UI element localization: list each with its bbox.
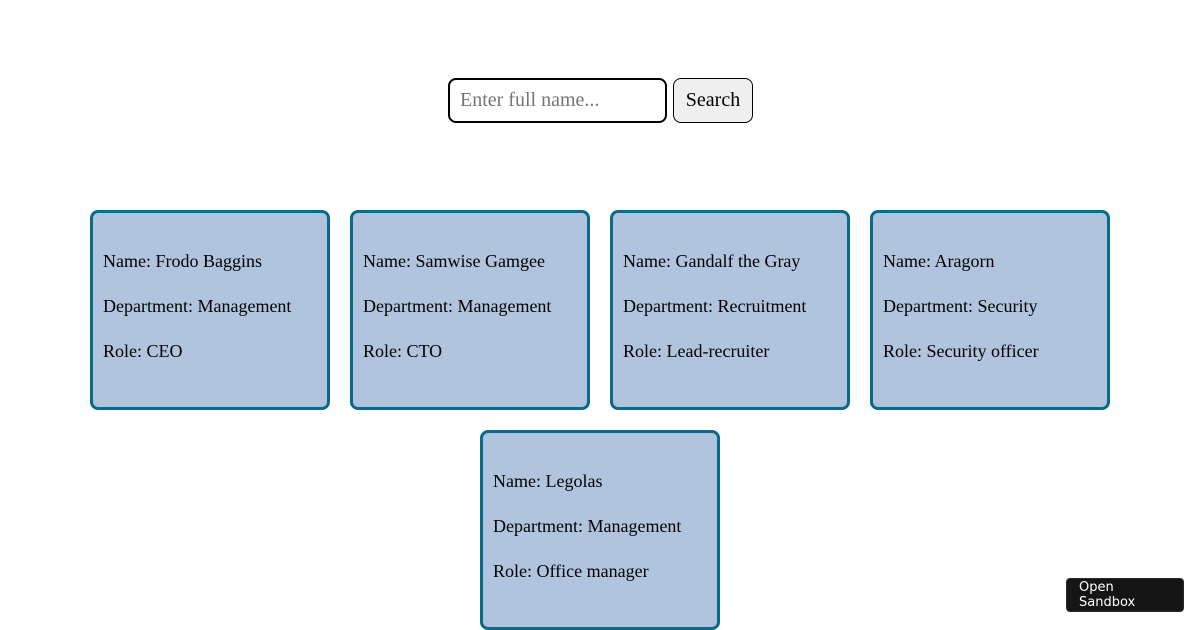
employee-department: Department: Management — [103, 296, 292, 316]
employee-role: Role: CTO — [363, 341, 443, 361]
employee-name: Name: Gandalf the Gray — [623, 251, 801, 271]
employee-department: Department: Security — [883, 296, 1038, 316]
employee-name: Name: Aragorn — [883, 251, 995, 271]
employee-department: Department: Management — [493, 516, 682, 536]
employee-name: Name: Legolas — [493, 471, 603, 491]
employee-role: Role: Office manager — [493, 561, 649, 581]
employee-department: Department: Management — [363, 296, 552, 316]
employee-name: Name: Samwise Gamgee — [363, 251, 545, 271]
employee-role: Role: Security officer — [883, 341, 1039, 361]
open-sandbox-button[interactable]: Open Sandbox — [1066, 578, 1184, 612]
employee-card: Name: Samwise Gamgee Department: Managem… — [350, 210, 590, 410]
employee-card: Name: Aragorn Department: Security Role:… — [870, 210, 1110, 410]
employee-role: Role: Lead-recruiter — [623, 341, 770, 361]
search-button[interactable]: Search — [673, 78, 753, 123]
search-bar: Search — [448, 78, 753, 123]
employee-name: Name: Frodo Baggins — [103, 251, 262, 271]
employee-department: Department: Recruitment — [623, 296, 807, 316]
employee-role: Role: CEO — [103, 341, 183, 361]
employee-card: Name: Frodo Baggins Department: Manageme… — [90, 210, 330, 410]
employee-card: Name: Gandalf the Gray Department: Recru… — [610, 210, 850, 410]
search-input[interactable] — [448, 78, 667, 123]
employee-card: Name: Legolas Department: Management Rol… — [480, 430, 720, 630]
open-sandbox-label: Open Sandbox — [1079, 580, 1136, 610]
